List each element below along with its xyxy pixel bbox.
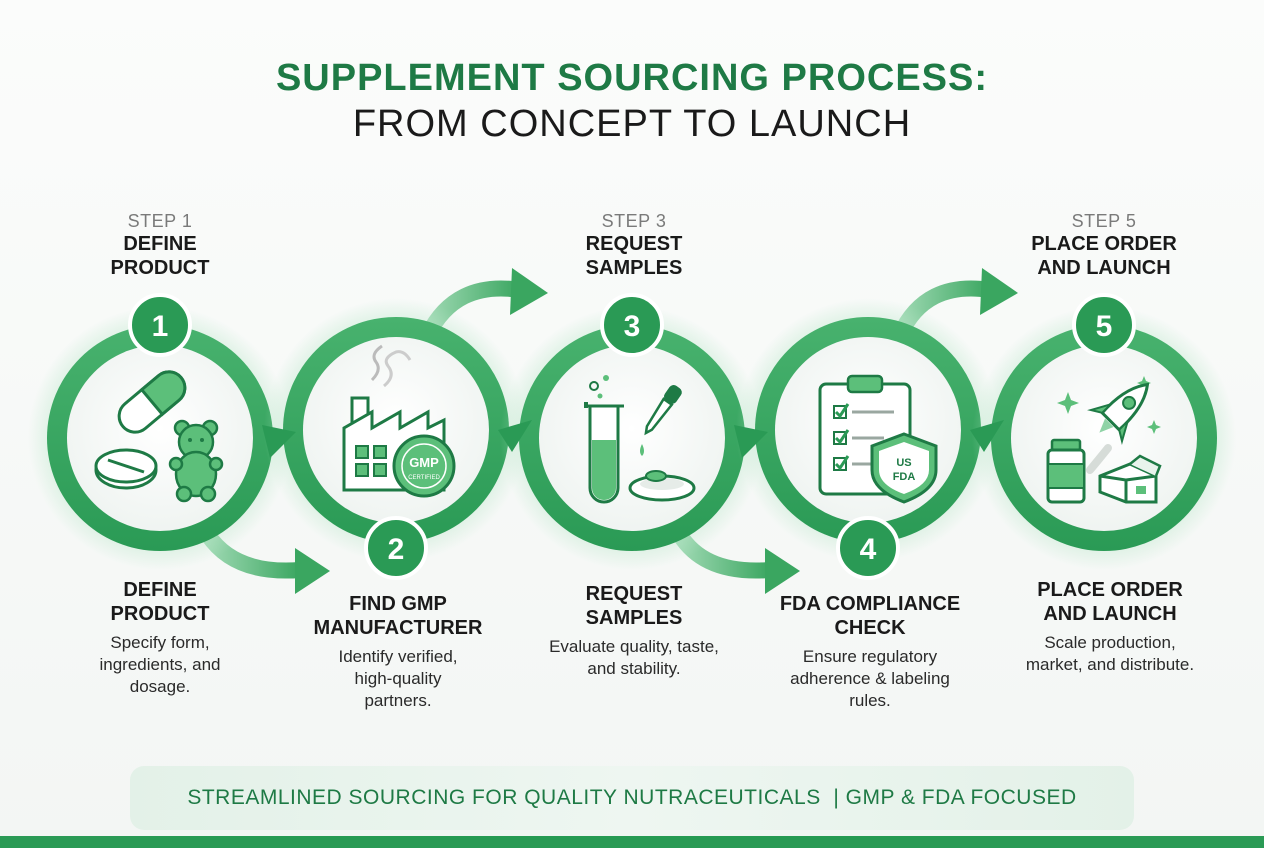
gmp-badge-text: GMP — [409, 455, 439, 470]
shield-line-1: US — [896, 457, 911, 469]
step-3-desc-text: Evaluate quality, taste, and stability. — [549, 637, 719, 678]
step-3-label: STEP 3 — [601, 211, 667, 231]
step-2-description: FIND GMP MANUFACTURER Identify verified,… — [288, 592, 508, 712]
step-1-header: STEP 1 DEFINE PRODUCT — [60, 210, 260, 280]
step-1-name: DEFINE PRODUCT — [110, 233, 210, 279]
footer-banner-text: STREAMLINED SOURCING FOR QUALITY NUTRACE… — [187, 786, 1077, 809]
step-2-number-badge: 2 — [364, 516, 428, 580]
step-5-label: STEP 5 — [1071, 211, 1137, 231]
step-4-desc-text: Ensure regulatory adherence & labeling r… — [790, 647, 950, 710]
step-4-number-badge: 4 — [836, 516, 900, 580]
ring-arrowheads — [262, 420, 1004, 458]
step-1-label: STEP 1 — [127, 211, 193, 231]
step-5-desc-title: PLACE ORDER AND LAUNCH — [1037, 579, 1183, 625]
step-4-description: FDA COMPLIANCE CHECK Ensure regulatory a… — [760, 592, 980, 712]
step-5-number: 5 — [1096, 310, 1113, 343]
step-1-desc-title: DEFINE PRODUCT — [110, 579, 210, 625]
step-1-desc-text: Specify form, ingredients, and dosage. — [99, 633, 221, 696]
step-5-name: PLACE ORDER AND LAUNCH — [1031, 233, 1177, 279]
step-2-number: 2 — [388, 533, 405, 566]
step-1-number-badge: 1 — [128, 293, 192, 357]
step-3-desc-title: REQUEST SAMPLES — [585, 583, 683, 629]
bottom-accent-bar — [0, 836, 1264, 848]
step-3-description: REQUEST SAMPLES Evaluate quality, taste,… — [524, 582, 744, 680]
step-3-number: 3 — [624, 310, 641, 343]
step-1-number: 1 — [152, 310, 169, 343]
shipping-box-icon — [1098, 454, 1162, 504]
title-line-2: FROM CONCEPT TO LAUNCH — [352, 103, 912, 145]
step-5-header: STEP 5 PLACE ORDER AND LAUNCH — [1004, 210, 1204, 280]
step-4-desc-title: FDA COMPLIANCE CHECK — [779, 593, 961, 639]
step-1-description: DEFINE PRODUCT Specify form, ingredients… — [50, 578, 270, 698]
step-5-number-badge: 5 — [1072, 293, 1136, 357]
page-title: SUPPLEMENT SOURCING PROCESS: FROM CONCEP… — [0, 55, 1264, 147]
fda-shield-icon: US FDA — [870, 432, 938, 504]
step-5-description: PLACE ORDER AND LAUNCH Scale production,… — [1000, 578, 1220, 676]
shield-line-2: FDA — [893, 471, 916, 483]
step-2-desc-title: FIND GMP MANUFACTURER — [313, 593, 483, 639]
step-2-desc-text: Identify verified, high-quality partners… — [338, 647, 458, 710]
step-3-number-badge: 3 — [600, 293, 664, 357]
gmp-badge-subtext: CERTIFIED — [408, 475, 440, 481]
step-3-name: REQUEST SAMPLES — [585, 233, 683, 279]
step-3-header: STEP 3 REQUEST SAMPLES — [534, 210, 734, 280]
step-5-desc-text: Scale production, market, and distribute… — [1025, 633, 1195, 674]
supplements-icon — [94, 370, 224, 503]
footer-banner: STREAMLINED SOURCING FOR QUALITY NUTRACE… — [130, 766, 1134, 830]
step-4-number: 4 — [860, 533, 877, 566]
lab-samples-icon — [584, 375, 696, 504]
rocket-launch-icon — [1057, 376, 1161, 474]
bottle-icon — [1046, 438, 1086, 504]
title-line-1: SUPPLEMENT SOURCING PROCESS: — [275, 57, 989, 99]
gmp-badge: GMP CERTIFIED — [392, 434, 456, 498]
